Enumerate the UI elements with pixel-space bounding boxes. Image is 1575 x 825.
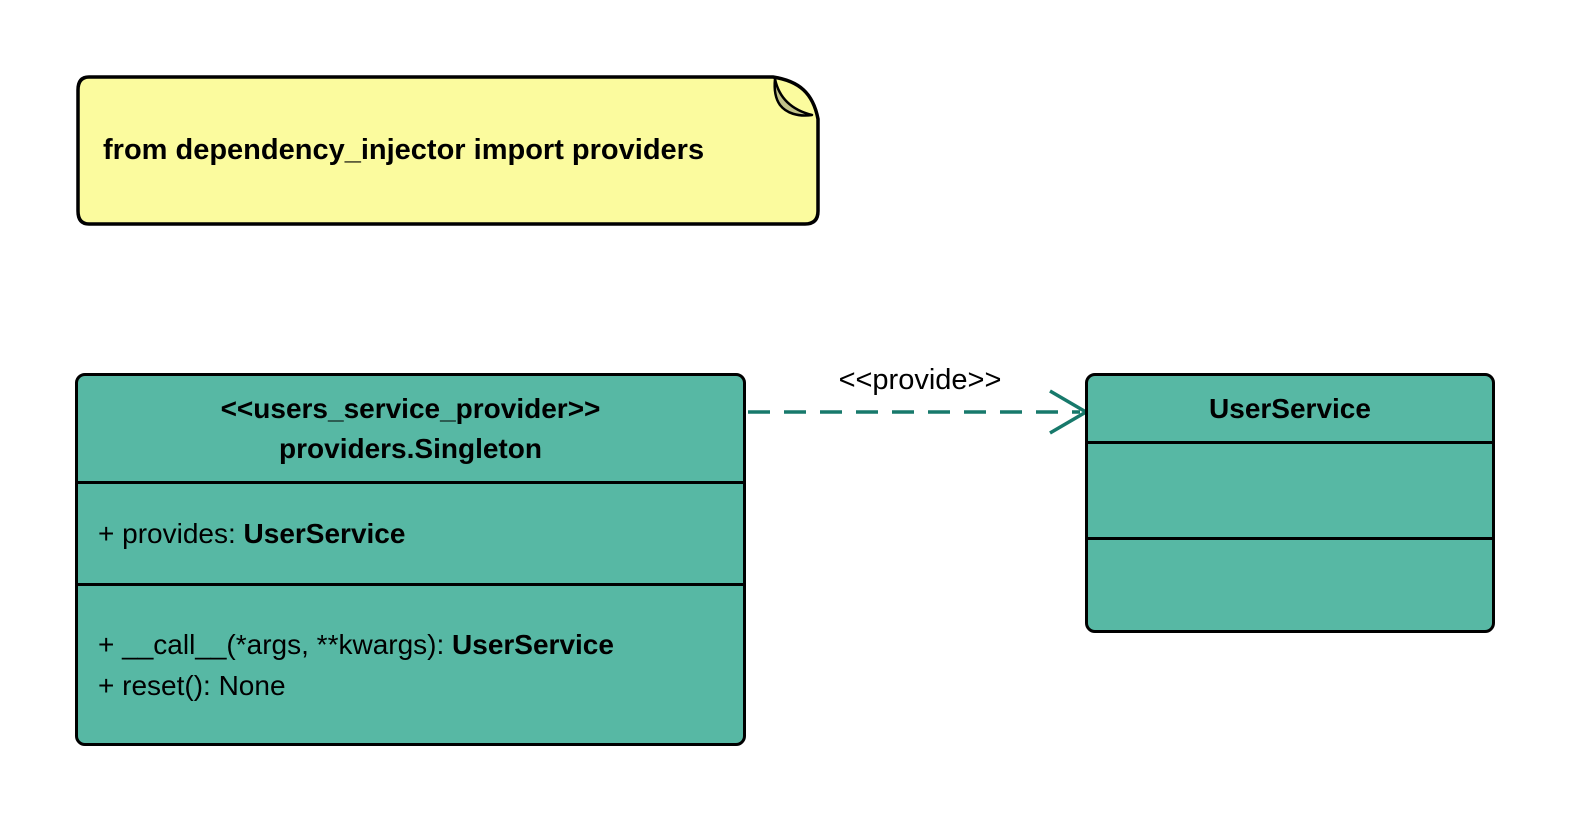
method-line: + reset(): None <box>98 665 743 706</box>
class-name: UserService <box>1209 392 1371 424</box>
class-box-providers-singleton: <<users_service_provider>> providers.Sin… <box>75 373 746 746</box>
method-label: + __call__(*args, **kwargs): <box>98 628 453 660</box>
method-line: + __call__(*args, **kwargs): UserService <box>98 624 743 665</box>
attribute-line: + provides: UserService <box>98 518 405 550</box>
note-box: from dependency_injector import provider… <box>75 75 822 226</box>
class-attributes-section <box>1088 444 1492 540</box>
note-shape <box>76 75 820 226</box>
attribute-label: + provides: <box>98 517 244 549</box>
class-header: UserService <box>1088 376 1492 444</box>
class-attributes-section: + provides: UserService <box>78 484 743 586</box>
note-text: from dependency_injector import provider… <box>103 134 705 166</box>
method-label: + reset(): None <box>98 669 286 701</box>
note-fold-corner-icon <box>773 77 814 117</box>
class-stereotype: <<users_service_provider>> <box>220 392 601 424</box>
class-methods-section <box>1088 540 1492 630</box>
class-methods-section: + __call__(*args, **kwargs): UserService… <box>78 586 743 743</box>
class-header: <<users_service_provider>> providers.Sin… <box>78 376 743 484</box>
provide-arrow-label: <<provide>> <box>838 364 1002 396</box>
attribute-type: UserService <box>243 517 406 549</box>
method-type: UserService <box>452 628 614 660</box>
class-name: providers.Singleton <box>279 432 542 464</box>
class-box-user-service: UserService <box>1085 373 1495 633</box>
